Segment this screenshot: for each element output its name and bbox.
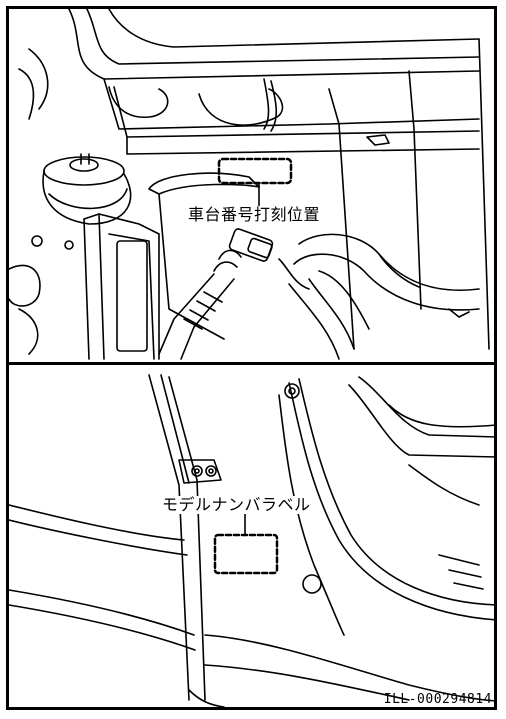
engine-compartment-illustration: [9, 9, 490, 360]
model-label-marker: [213, 533, 279, 575]
chassis-number-label: 車台番号打刻位置: [186, 205, 323, 224]
door-sill-illustration: [9, 374, 497, 707]
model-number-label: モデルナンバラベル: [160, 495, 313, 514]
panel-divider: [6, 362, 497, 365]
chassis-number-marker: [217, 157, 293, 185]
illustration-id: ILL-000294814: [383, 692, 492, 707]
illustration-frame: [6, 6, 497, 710]
